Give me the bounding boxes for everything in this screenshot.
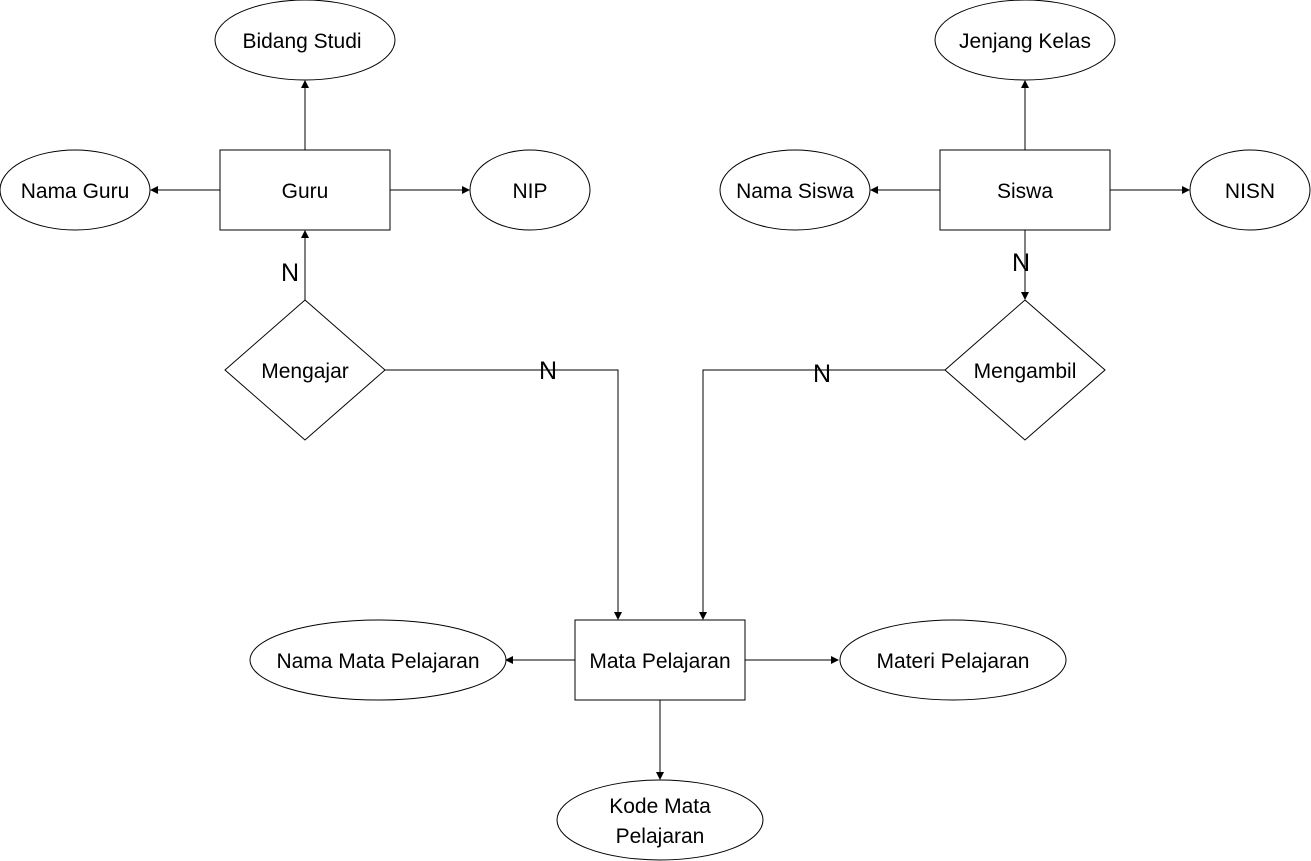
edge-mengajar-to-mata-pelajaran [385, 369, 622, 620]
entity-guru-label: Guru [282, 180, 329, 203]
entity-siswa-label: Siswa [997, 180, 1053, 203]
entity-mata-pelajaran[interactable]: Mata Pelajaran [574, 619, 746, 701]
attribute-nama-guru[interactable]: Nama Guru [0, 149, 151, 231]
attribute-nip-label: NIP [512, 180, 547, 203]
relationship-mengajar[interactable]: Mengajar [224, 299, 386, 441]
cardinality-mengambil-mapel: N [813, 360, 831, 388]
attribute-materi-pelajaran-label: Materi Pelajaran [877, 650, 1030, 673]
relationship-mengambil-label: Mengambil [974, 360, 1077, 383]
edge-mengambil-to-mata-pelajaran [699, 369, 945, 620]
attribute-bidang-studi[interactable]: Bidang Studi [214, 0, 396, 81]
attribute-materi-pelajaran[interactable]: Materi Pelajaran [839, 619, 1067, 701]
relationship-mengambil[interactable]: Mengambil [944, 299, 1106, 441]
attribute-kode-mata-pelajaran[interactable]: Kode Mata Pelajaran [556, 779, 764, 861]
attribute-nama-siswa-label: Nama Siswa [736, 180, 854, 203]
attribute-nip[interactable]: NIP [469, 149, 591, 231]
attribute-nama-siswa[interactable]: Nama Siswa [719, 149, 871, 231]
attribute-kode-mata-pelajaran-label-line1: Kode Mata [609, 795, 711, 818]
entity-guru[interactable]: Guru [219, 149, 391, 231]
attribute-nama-guru-label: Nama Guru [21, 180, 130, 203]
cardinality-guru-mengajar: N [281, 259, 299, 287]
relationship-mengajar-label: Mengajar [261, 360, 349, 383]
attribute-bidang-studi-label: Bidang Studi [242, 30, 361, 53]
attribute-nama-mata-pelajaran-label: Nama Mata Pelajaran [276, 650, 479, 673]
attribute-nama-mata-pelajaran[interactable]: Nama Mata Pelajaran [249, 619, 507, 701]
attribute-kode-mata-pelajaran-label-line2: Pelajaran [616, 825, 705, 848]
cardinality-siswa-mengambil: N [1012, 249, 1030, 277]
entity-mata-pelajaran-label: Mata Pelajaran [589, 650, 730, 673]
attribute-nisn[interactable]: NISN [1189, 149, 1311, 231]
cardinality-mengajar-mapel: N [539, 357, 557, 385]
attribute-nisn-label: NISN [1225, 180, 1275, 203]
entity-siswa[interactable]: Siswa [939, 149, 1111, 231]
attribute-jenjang-kelas-label: Jenjang Kelas [959, 30, 1091, 53]
attribute-jenjang-kelas[interactable]: Jenjang Kelas [934, 0, 1116, 81]
edges [150, 80, 1190, 780]
